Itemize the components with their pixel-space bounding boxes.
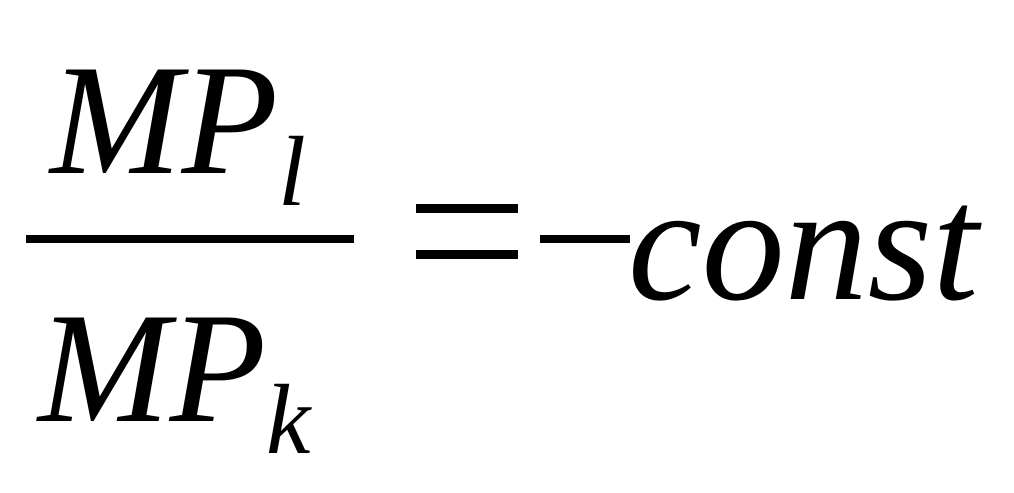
numerator-base: MP [50,33,279,208]
constant-term: const [628,151,979,335]
numerator-subscript: l [278,116,306,227]
fraction-bar [26,235,354,243]
denominator-subscript: k [266,364,311,475]
equals-sign-bottom-bar [416,250,518,259]
equals-sign-top-bar [416,204,518,213]
minus-sign [540,235,630,243]
denominator-base: MP [38,281,267,456]
